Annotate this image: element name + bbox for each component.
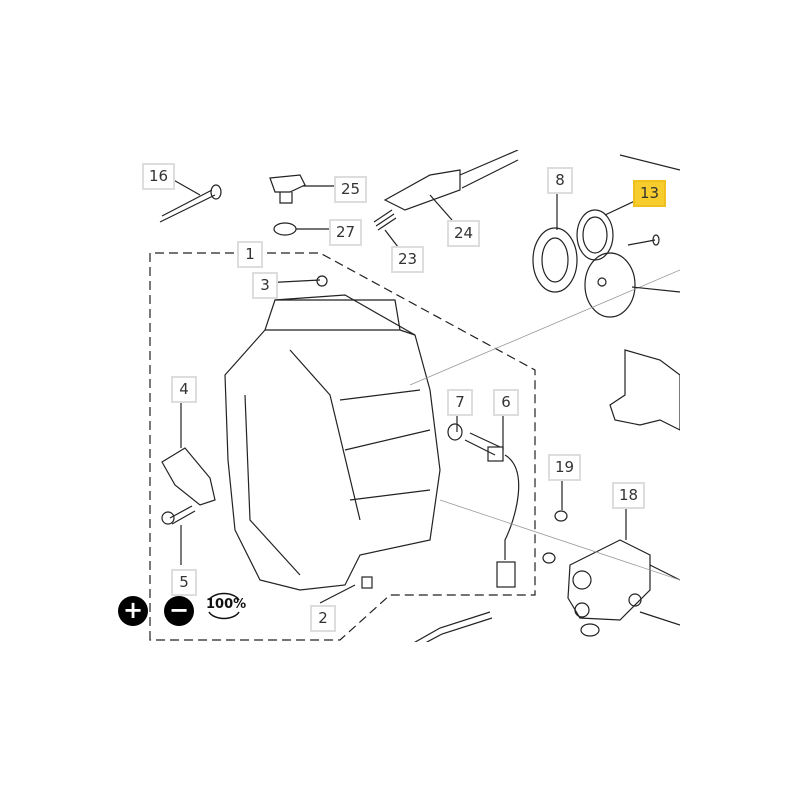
parts-diagram-viewer[interactable]: 16 25 27 23 24 8 13 1 3 4 7 6 19 18 5 2	[130, 150, 680, 642]
reset-zoom-label: 100%	[206, 597, 247, 612]
callout-8[interactable]: 8	[547, 167, 573, 194]
zoom-in-button[interactable]: +	[118, 596, 148, 626]
zoom-out-button[interactable]: −	[164, 596, 194, 626]
callout-5[interactable]: 5	[171, 569, 197, 596]
callout-7[interactable]: 7	[447, 389, 473, 416]
callout-27[interactable]: 27	[329, 219, 363, 246]
callout-4[interactable]: 4	[171, 376, 197, 403]
callout-13-highlighted[interactable]: 13	[633, 180, 667, 207]
callout-25[interactable]: 25	[334, 176, 368, 203]
callout-3[interactable]: 3	[252, 272, 278, 299]
callout-18[interactable]: 18	[612, 482, 646, 509]
callout-19[interactable]: 19	[548, 454, 582, 481]
callout-24[interactable]: 24	[447, 220, 481, 247]
reset-zoom-icon	[208, 592, 240, 620]
reset-zoom-button[interactable]: 100%	[206, 592, 247, 620]
callout-23[interactable]: 23	[391, 246, 425, 273]
callout-2[interactable]: 2	[310, 605, 336, 632]
callout-6[interactable]: 6	[493, 389, 519, 416]
callout-16[interactable]: 16	[142, 163, 176, 190]
parts-diagram-drawing	[149, 150, 680, 642]
callout-1[interactable]: 1	[237, 241, 263, 268]
